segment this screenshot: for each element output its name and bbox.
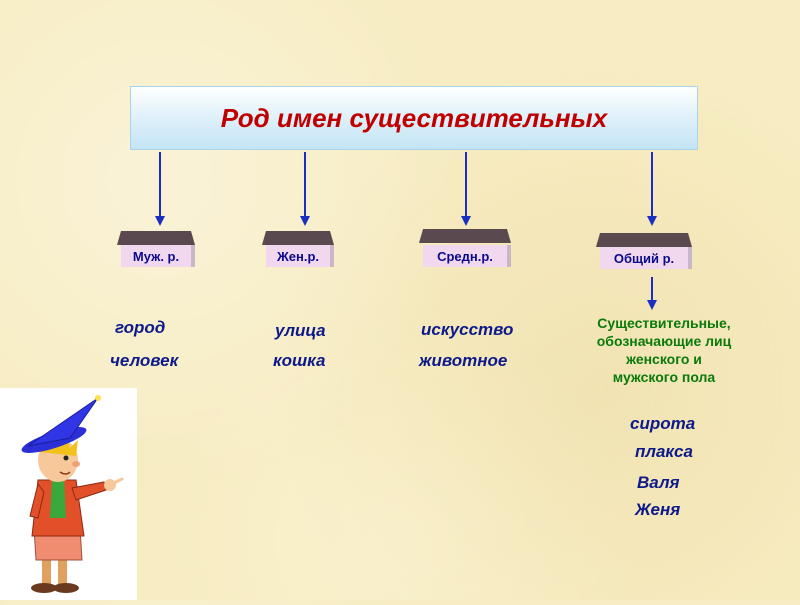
description-line: Существительные, xyxy=(597,315,731,331)
category-label-masculine: Муж. р. xyxy=(121,245,191,267)
common-gender-description: Существительные, обозначающие лиц женско… xyxy=(566,314,762,386)
description-line: обозначающие лиц xyxy=(596,333,732,349)
word-feminine-2: кошка xyxy=(273,351,326,370)
word-common-1: сирота xyxy=(630,414,696,433)
category-label-neuter: Средн.р. xyxy=(423,245,507,267)
category-common: Общий р. xyxy=(596,233,692,275)
description-line: женского и xyxy=(626,351,702,367)
category-masculine: Муж. р. xyxy=(117,231,195,273)
category-label-feminine: Жен.р. xyxy=(266,245,330,267)
diagram-title-box: Род имен существительных xyxy=(130,86,698,150)
category-roof xyxy=(117,231,195,245)
category-neuter: Средн.р. xyxy=(419,229,511,271)
category-label-common: Общий р. xyxy=(600,247,688,269)
category-feminine: Жен.р. xyxy=(262,231,334,273)
word-masculine-2: человек xyxy=(110,351,179,370)
category-roof xyxy=(262,231,334,245)
description-line: мужского пола xyxy=(612,369,716,385)
illustration-panel xyxy=(0,388,137,600)
word-common-3: Валя xyxy=(637,473,680,492)
word-common-4: Женя xyxy=(635,500,681,519)
diagram-title: Род имен существительных xyxy=(220,102,608,133)
word-neuter-1: искусство xyxy=(421,320,514,339)
word-common-2: плакса xyxy=(635,442,693,461)
category-roof xyxy=(596,233,692,247)
word-masculine-1: город xyxy=(115,318,166,337)
word-neuter-2: животное xyxy=(419,351,508,370)
cartoon-boy-illustration xyxy=(21,395,124,593)
word-feminine-1: улица xyxy=(275,321,326,340)
category-roof xyxy=(419,229,511,243)
